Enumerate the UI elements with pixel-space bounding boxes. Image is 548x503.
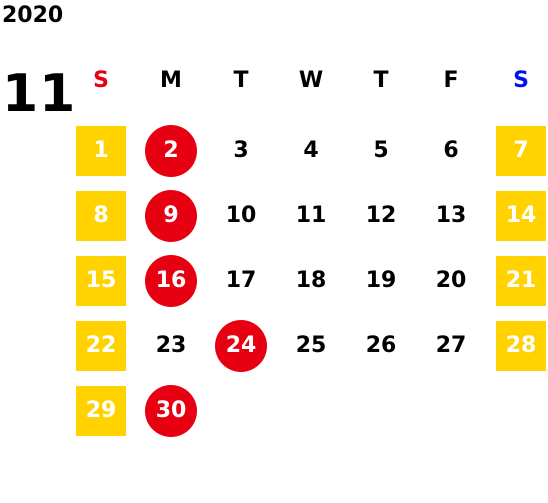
weekend-highlight: 8	[76, 191, 126, 241]
day-number: 13	[435, 203, 467, 228]
day-cell: 30	[136, 385, 206, 437]
day-cell: 9	[136, 190, 206, 242]
weekend-highlight: 21	[496, 256, 546, 306]
day-cell: 13	[416, 191, 486, 241]
year-label: 2020	[2, 3, 64, 28]
day-number: 25	[295, 333, 327, 358]
day-cell: 26	[346, 321, 416, 371]
day-number: 22	[85, 333, 117, 358]
event-circle: 9	[145, 190, 197, 242]
weekday-header: T	[373, 68, 389, 93]
day-number: 4	[303, 138, 319, 163]
day-number: 30	[155, 398, 187, 423]
event-circle: 24	[215, 320, 267, 372]
weekend-highlight: 1	[76, 126, 126, 176]
day-cell: 5	[346, 126, 416, 176]
weekday-header: S	[93, 68, 109, 93]
day-number: 2	[163, 138, 179, 163]
day-cell: 23	[136, 321, 206, 371]
day-cell: 11	[276, 191, 346, 241]
day-cell: 7	[486, 126, 548, 176]
day-cell: 24	[206, 320, 276, 372]
day-cell: 19	[346, 256, 416, 306]
day-number: 14	[505, 203, 537, 228]
day-number: 23	[155, 333, 187, 358]
weekday-header: S	[513, 68, 529, 93]
day-number: 1	[93, 138, 109, 163]
day-number: 19	[365, 268, 397, 293]
weekend-highlight: 29	[76, 386, 126, 436]
day-cell: 25	[276, 321, 346, 371]
day-cell: 4	[276, 126, 346, 176]
day-number: 29	[85, 398, 117, 423]
event-circle: 16	[145, 255, 197, 307]
day-number: 12	[365, 203, 397, 228]
day-number: 16	[155, 268, 187, 293]
weekday-header: M	[160, 68, 182, 93]
day-number: 26	[365, 333, 397, 358]
weekend-highlight: 28	[496, 321, 546, 371]
day-cell: 8	[66, 191, 136, 241]
day-cell: 27	[416, 321, 486, 371]
day-number: 10	[225, 203, 257, 228]
weekday-header: T	[233, 68, 249, 93]
day-number: 21	[505, 268, 537, 293]
day-cell: 14	[486, 191, 548, 241]
day-number: 8	[93, 203, 109, 228]
day-number: 11	[295, 203, 327, 228]
day-cell: 6	[416, 126, 486, 176]
weekend-highlight: 22	[76, 321, 126, 371]
weekend-highlight: 15	[76, 256, 126, 306]
day-cell: 1	[66, 126, 136, 176]
day-number: 18	[295, 268, 327, 293]
day-number: 5	[373, 138, 389, 163]
day-cell: 22	[66, 321, 136, 371]
day-cell: 15	[66, 256, 136, 306]
day-cell: 16	[136, 255, 206, 307]
day-cell: 20	[416, 256, 486, 306]
weekend-highlight: 7	[496, 126, 546, 176]
day-number: 17	[225, 268, 257, 293]
day-number: 27	[435, 333, 467, 358]
weekend-highlight: 14	[496, 191, 546, 241]
day-cell: 28	[486, 321, 548, 371]
day-cell: 12	[346, 191, 416, 241]
weekday-header: W	[298, 68, 324, 93]
day-number: 24	[225, 333, 257, 358]
day-cell: 10	[206, 191, 276, 241]
event-circle: 30	[145, 385, 197, 437]
day-number: 3	[233, 138, 249, 163]
day-number: 15	[85, 268, 117, 293]
day-number: 6	[443, 138, 459, 163]
day-cell: 2	[136, 125, 206, 177]
day-cell: 29	[66, 386, 136, 436]
weekday-header: F	[443, 68, 459, 93]
day-number: 20	[435, 268, 467, 293]
day-number: 9	[163, 203, 179, 228]
day-cell: 21	[486, 256, 548, 306]
day-number: 28	[505, 333, 537, 358]
day-number: 7	[513, 138, 529, 163]
month-number: 11	[2, 64, 77, 124]
event-circle: 2	[145, 125, 197, 177]
day-cell: 17	[206, 256, 276, 306]
day-cell: 3	[206, 126, 276, 176]
day-cell: 18	[276, 256, 346, 306]
